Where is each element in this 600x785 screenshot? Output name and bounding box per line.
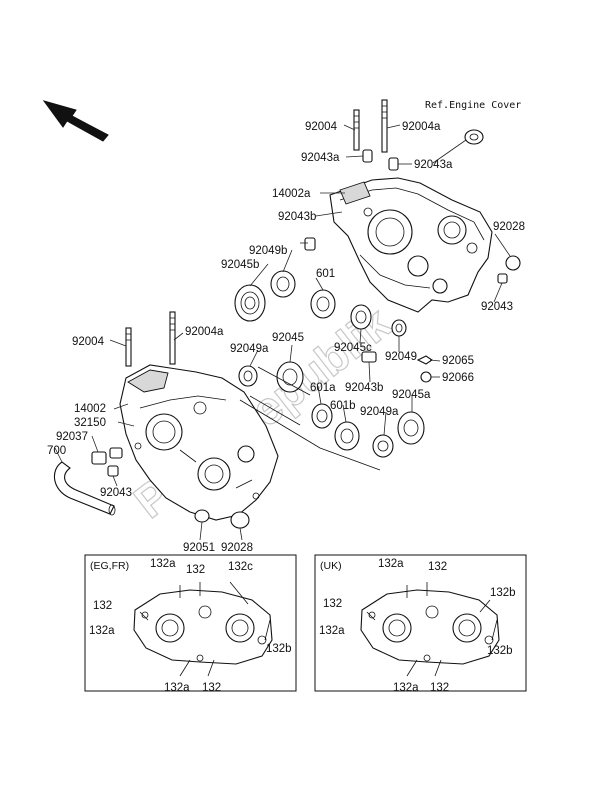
inset-label-c: 132b (490, 587, 516, 599)
leader-lines (54, 124, 511, 541)
inset-title: (UK) (320, 560, 342, 572)
callout-32150: 32150 (74, 417, 106, 429)
inset-label-f: 132b (487, 645, 513, 657)
callout-92043a-right: 92043a (414, 159, 453, 171)
stud-92004-left (125, 327, 132, 367)
bearing-601b (334, 421, 360, 451)
callout-92043-right: 92043 (481, 301, 513, 313)
fitting-32150 (109, 447, 123, 459)
oil-seal-92049a-right (372, 434, 394, 458)
cap-92028-bottom (230, 511, 250, 529)
callout-92043b-mid: 92043b (345, 382, 383, 394)
inset-label-h: 132 (202, 682, 221, 694)
callout-labels: 92004 92004a 92043a 92043a 14002a 92043b… (47, 121, 525, 554)
breather-hose-700 (53, 461, 116, 516)
dowel-92043b-top (304, 237, 316, 251)
callout-92004-left: 92004 (72, 336, 105, 348)
inset-label-e: 132a (319, 625, 345, 637)
inset-label-b: 132 (428, 561, 447, 573)
callout-601: 601 (316, 268, 335, 280)
callout-92066: 92066 (442, 372, 474, 384)
callout-92004a-left: 92004a (185, 326, 224, 338)
oil-seal-92049b (270, 270, 296, 298)
bearing-92045a (397, 411, 425, 445)
inset-label-d: 132 (323, 598, 342, 610)
bearing-601a (311, 403, 333, 429)
inset-eg-fr: (EG,FR) 132a 132 132c 132 132a 132b 132a… (84, 554, 297, 694)
seal-92051 (194, 509, 210, 523)
clamp-92037 (91, 451, 107, 465)
callout-14002a: 14002a (272, 188, 311, 200)
callout-92049a-left: 92049a (230, 343, 269, 355)
bearing-601 (310, 289, 336, 319)
oil-seal-92049 (391, 319, 407, 337)
seal-ref-cover (464, 129, 484, 145)
inset-label-h: 132 (430, 682, 449, 694)
callout-92049b: 92049b (249, 245, 287, 257)
clip-92065 (416, 355, 433, 365)
inset-label-g: 132a (393, 682, 419, 694)
callout-92037: 92037 (56, 431, 88, 443)
callout-92049a-right: 92049a (360, 406, 399, 418)
inset-uk: (UK) 132a 132 132b 132 132a 132b 132a 13… (314, 554, 527, 694)
callout-92045b: 92045b (221, 259, 259, 271)
callout-92004-top: 92004 (305, 121, 338, 133)
callout-92004a-top: 92004a (402, 121, 441, 133)
bearing-92045 (276, 361, 304, 393)
oil-seal-92049a-left (238, 365, 258, 387)
callout-14002: 14002 (74, 403, 106, 415)
dowel-92043a-left (362, 149, 373, 163)
callout-92028-top: 92028 (493, 221, 525, 233)
callout-700: 700 (47, 445, 66, 457)
inset-label-c: 132c (228, 561, 253, 573)
ref-engine-cover-note: Ref.Engine Cover (425, 100, 521, 111)
cap-92028-top (505, 255, 521, 271)
plug-92066 (420, 371, 432, 383)
inset-label-f: 132b (266, 643, 292, 655)
inset-label-a: 132a (150, 558, 176, 570)
stud-92004-top (353, 109, 360, 151)
callout-92045: 92045 (272, 332, 304, 344)
callout-92028-bottom: 92028 (221, 542, 253, 554)
callout-92049: 92049 (385, 351, 417, 363)
dowel-92043-bottom-left (107, 465, 119, 477)
callout-601a: 601a (310, 382, 336, 394)
bearing-92045c (350, 304, 372, 330)
callout-92045a: 92045a (392, 389, 431, 401)
inset-label-b: 132 (186, 564, 205, 576)
bearing-92045b (234, 284, 266, 322)
callout-601b: 601b (330, 400, 356, 412)
inset-title: (EG,FR) (90, 560, 129, 572)
callout-92051: 92051 (183, 542, 215, 554)
stud-92004a-left (169, 311, 176, 365)
callout-92065: 92065 (442, 355, 474, 367)
inset-label-g: 132a (164, 682, 190, 694)
inset-label-a: 132a (378, 558, 404, 570)
inset-label-d: 132 (93, 600, 112, 612)
left-crankcase-half (119, 364, 279, 521)
callout-92045c: 92045c (334, 342, 372, 354)
dowel-92043-right (497, 273, 508, 284)
callout-92043a-left: 92043a (301, 152, 340, 164)
direction-arrow-icon (42, 100, 109, 142)
right-crankcase-half (329, 177, 493, 313)
dowel-92043a-right (388, 157, 399, 171)
inset-label-e: 132a (89, 625, 115, 637)
stud-92004a-top (381, 99, 388, 153)
callout-92043-bottom-left: 92043 (100, 487, 132, 499)
callout-92043b-top: 92043b (278, 211, 316, 223)
